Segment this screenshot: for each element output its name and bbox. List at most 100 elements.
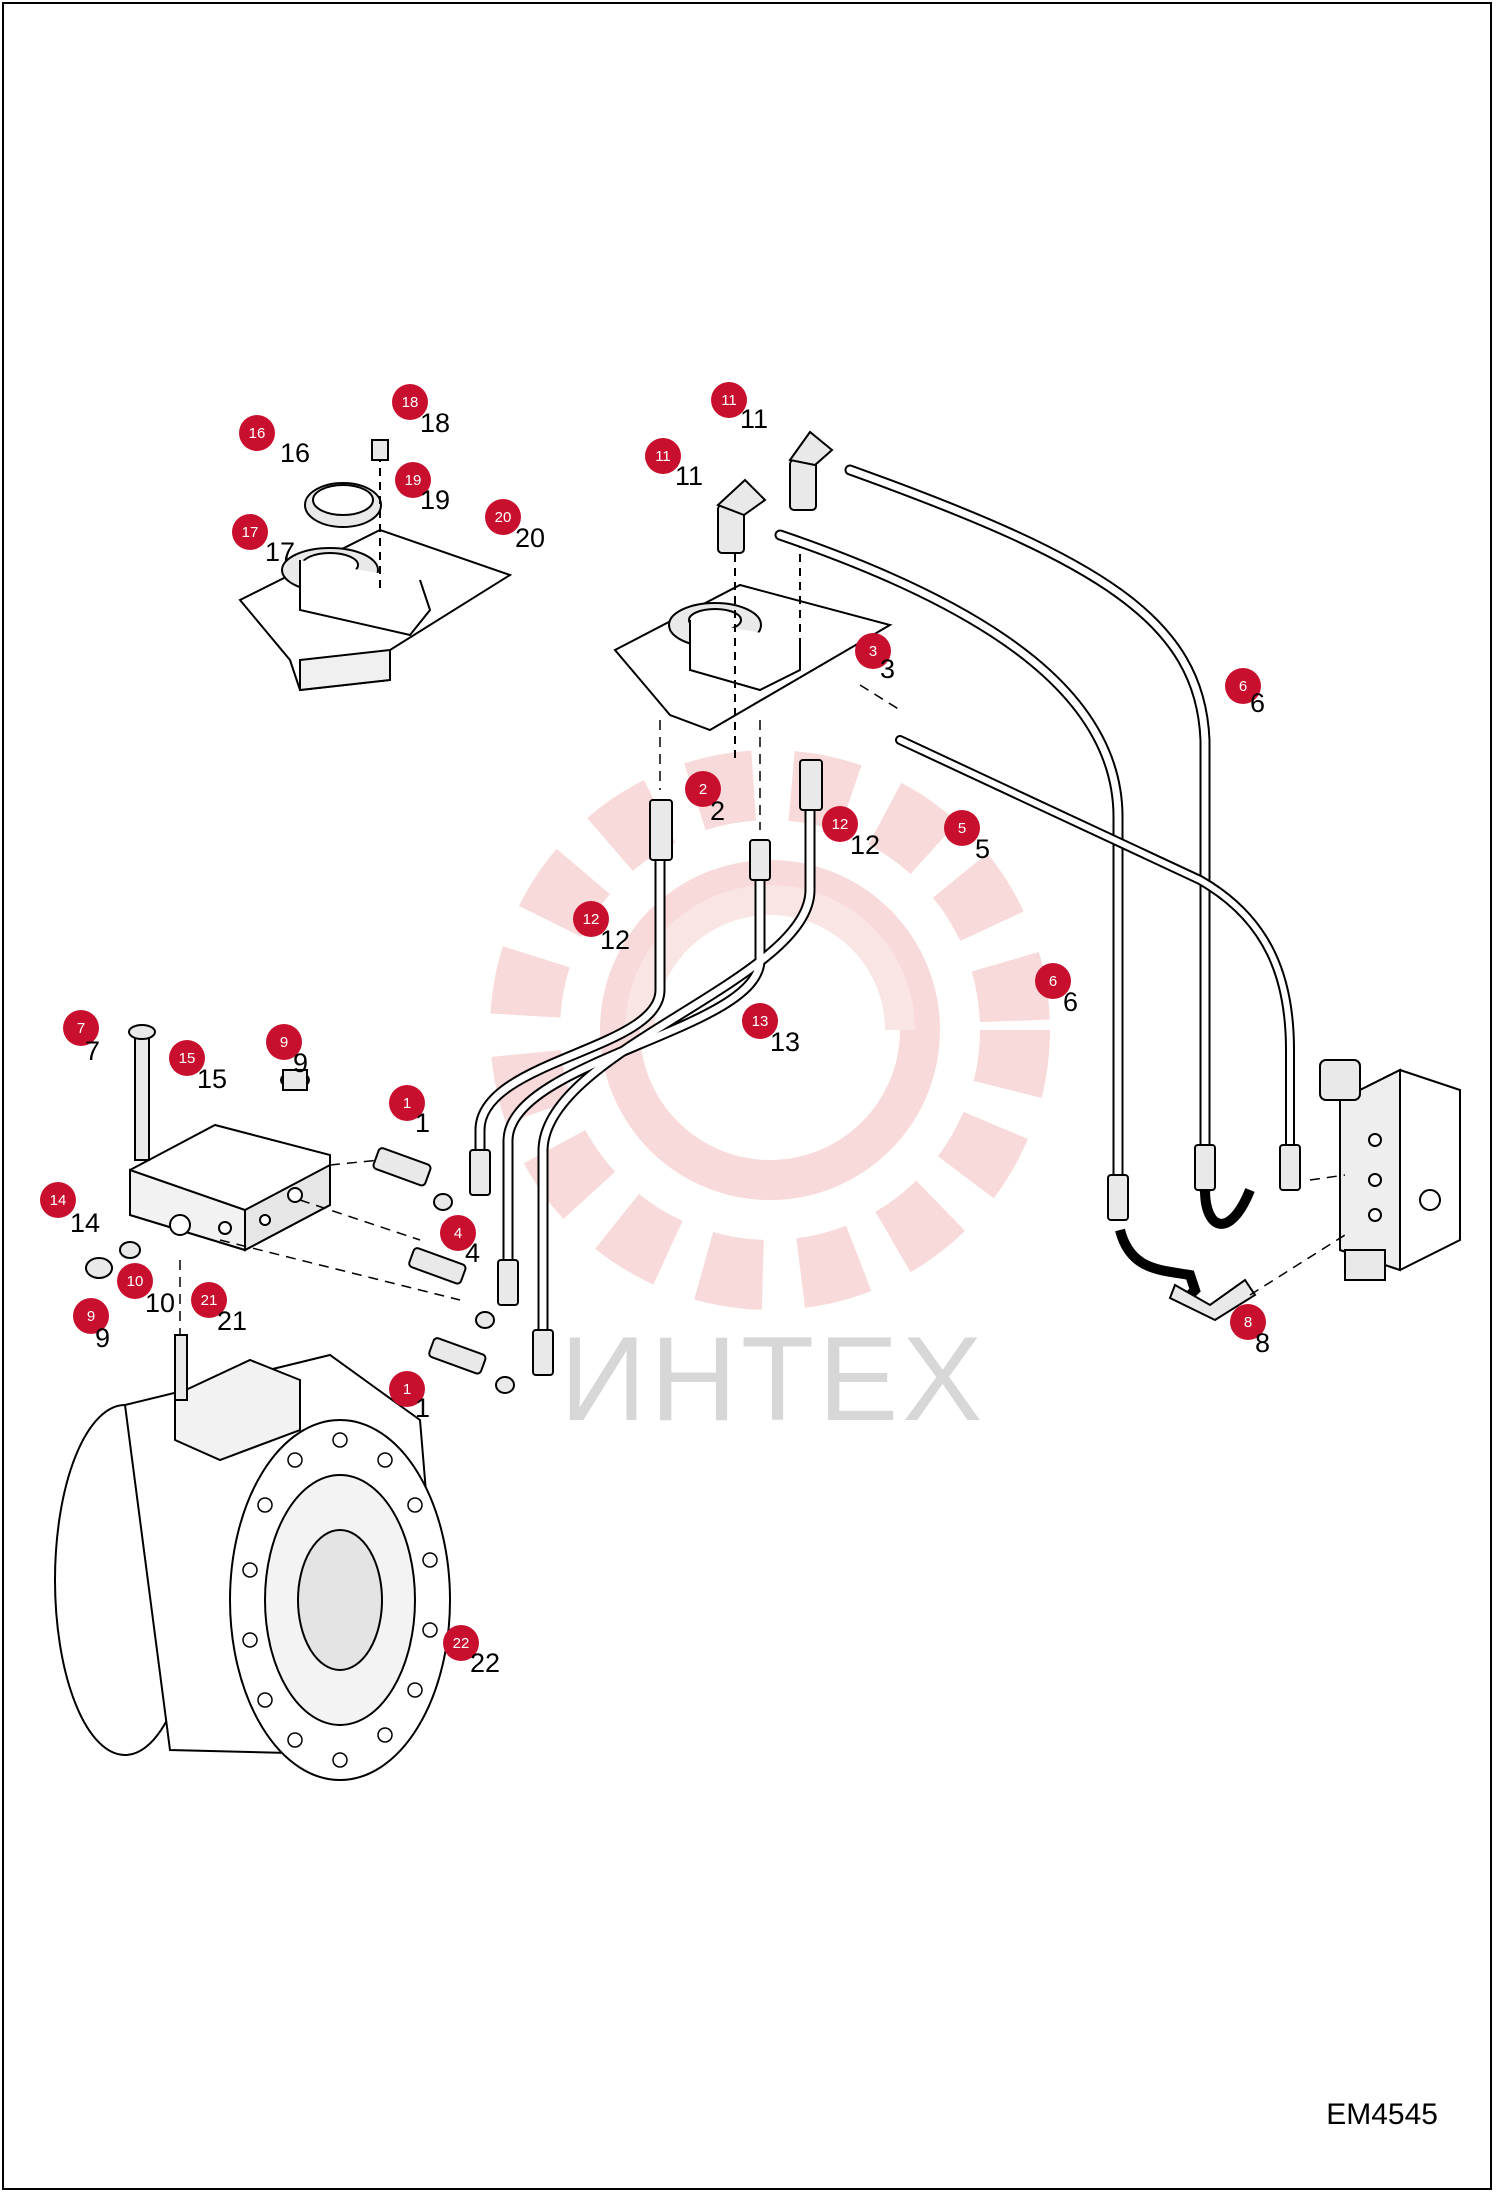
- callout-badge-22: [443, 1625, 479, 1661]
- callout-1b: 11: [389, 1371, 430, 1423]
- callout-badge-19: [395, 462, 431, 498]
- callout-number-4: 4: [465, 1238, 480, 1268]
- callout-badge-1a: [389, 1085, 425, 1121]
- callout-badge-label-17: 17: [242, 524, 259, 541]
- callout-badge-label-21: 21: [201, 1292, 218, 1309]
- callout-badge-6b: [1035, 963, 1071, 999]
- callout-number-11a: 11: [740, 404, 768, 434]
- callout-badge-18: [392, 384, 428, 420]
- callout-number-12a: 12: [850, 830, 880, 860]
- callout-number-22: 22: [470, 1648, 500, 1678]
- callout-badge-4: [440, 1215, 476, 1251]
- hose-12-13-inner: [476, 796, 814, 1354]
- callout-badge-5: [944, 810, 980, 846]
- callout-number-1a: 1: [415, 1108, 430, 1138]
- callout-number-7: 7: [85, 1036, 100, 1066]
- callout-number-14: 14: [70, 1208, 100, 1238]
- callout-badge-label-20: 20: [495, 509, 512, 526]
- callout-badge-label-12b: 12: [583, 911, 600, 928]
- callout-badge-label-19: 19: [405, 472, 422, 489]
- callout-badge-label-9a: 9: [280, 1034, 288, 1051]
- callout-number-6b: 6: [1063, 987, 1078, 1017]
- hose-5: [895, 735, 1295, 1170]
- callout-badge-label-8: 8: [1244, 1314, 1252, 1331]
- callout-number-8: 8: [1255, 1328, 1270, 1358]
- callout-badge-label-6b: 6: [1049, 973, 1057, 990]
- callout-number-5: 5: [975, 834, 990, 864]
- callout-badge-13: [742, 1003, 778, 1039]
- callout-7: 77: [63, 1010, 100, 1066]
- callout-badge-9b: [73, 1298, 109, 1334]
- control-valve: [1319, 1059, 1461, 1281]
- callout-badge-label-22: 22: [453, 1635, 470, 1652]
- callout-badge-15: [169, 1040, 205, 1076]
- callout-badge-label-13: 13: [752, 1013, 769, 1030]
- callout-badge-14: [40, 1182, 76, 1218]
- callout-number-10: 10: [145, 1288, 175, 1318]
- callout-badge-label-1a: 1: [403, 1095, 411, 1112]
- callout-number-3: 3: [880, 654, 895, 684]
- callout-badge-16: [239, 415, 275, 451]
- callout-badge-6a: [1225, 668, 1261, 704]
- adapters-1-4: [372, 1147, 515, 1394]
- callout-badge-label-16: 16: [249, 425, 266, 442]
- mount-plate-center: [613, 540, 893, 760]
- callout-badge-10: [117, 1263, 153, 1299]
- callout-number-15: 15: [197, 1064, 227, 1094]
- hose-6-inner: [776, 466, 1209, 1194]
- callout-badge-3: [855, 633, 891, 669]
- callout-number-13: 13: [770, 1027, 800, 1057]
- callout-number-18: 18: [420, 408, 450, 438]
- callout-badge-label-2: 2: [699, 781, 707, 798]
- callout-6b: 66: [1035, 963, 1078, 1017]
- drive-motor-22: [54, 1334, 451, 1781]
- callout-number-9b: 9: [95, 1323, 110, 1353]
- hose-5-inner: [897, 737, 1293, 1168]
- callout-number-16: 16: [280, 438, 310, 468]
- callout-badge-9a: [266, 1024, 302, 1060]
- callout-badge-1b: [389, 1371, 425, 1407]
- elbow-fittings: [716, 430, 834, 554]
- motor-bolt-holes: [242, 1432, 438, 1768]
- callout-4: 44: [440, 1215, 480, 1268]
- callout-badge-11b: [645, 438, 681, 474]
- callout-number-2: 2: [710, 796, 725, 826]
- callout-8: 88: [1230, 1304, 1270, 1358]
- callout-number-21: 21: [217, 1306, 247, 1336]
- callout-badge-label-3: 3: [869, 643, 877, 660]
- callout-number-11b: 11: [675, 461, 703, 491]
- callout-badge-label-12a: 12: [832, 816, 849, 833]
- callout-number-9a: 9: [293, 1048, 308, 1078]
- callout-6a: 66: [1225, 668, 1265, 718]
- callout-badge-12b: [573, 901, 609, 937]
- callout-badge-label-18: 18: [402, 394, 419, 411]
- figure-code: EM4545: [1326, 2098, 1438, 2131]
- callout-badge-label-7: 7: [77, 1020, 85, 1037]
- assembly-lines: [179, 684, 1346, 1420]
- callout-badge-label-6a: 6: [1239, 678, 1247, 695]
- callout-badge-label-1b: 1: [403, 1381, 411, 1398]
- callout-number-19: 19: [420, 485, 450, 515]
- callout-badge-label-9b: 9: [87, 1308, 95, 1325]
- watermark-text: ИНТЕХ: [560, 1312, 986, 1446]
- callout-9b: 99: [73, 1298, 110, 1353]
- callout-badge-12a: [822, 806, 858, 842]
- callout-badge-2: [685, 771, 721, 807]
- callout-3: 33: [855, 633, 895, 684]
- hose-fittings: [469, 759, 1301, 1376]
